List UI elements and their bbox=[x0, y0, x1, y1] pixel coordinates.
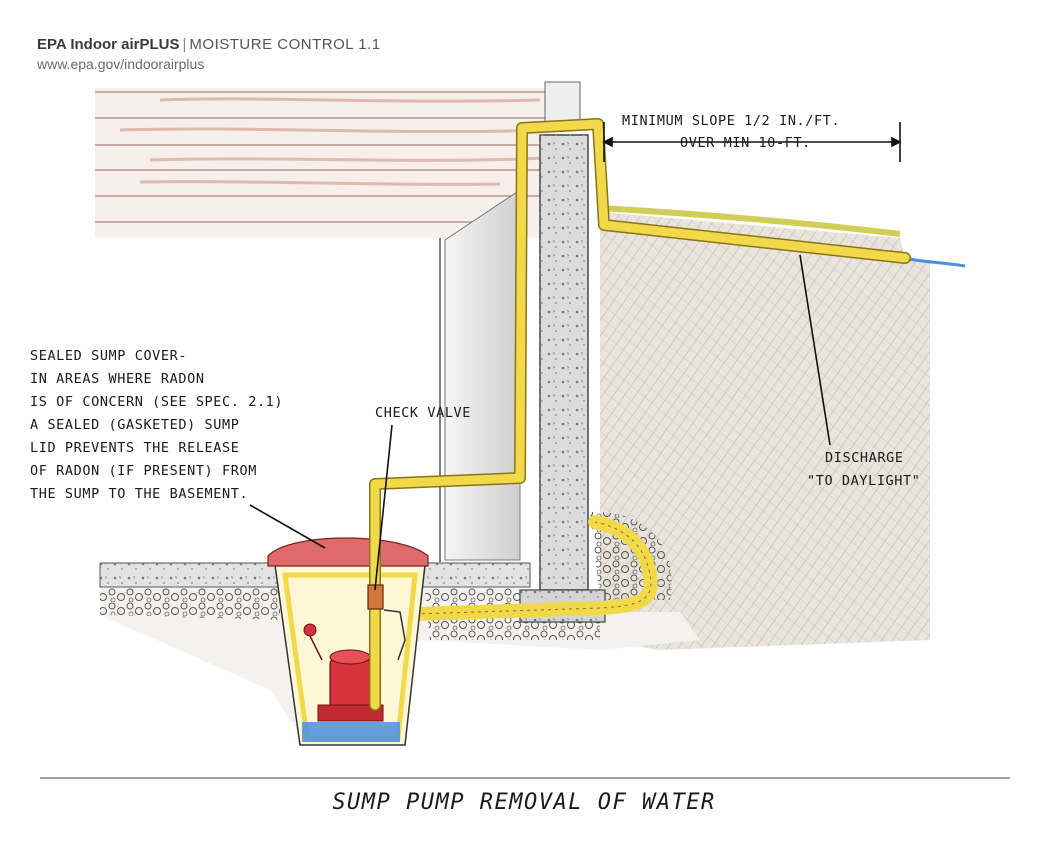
sump-cover-line-6: OF RADON (IF PRESENT) FROM bbox=[30, 463, 257, 479]
check-valve-label: CHECK VALVE bbox=[375, 405, 472, 421]
sump-cover-line-2: IN AREAS WHERE RADON bbox=[30, 371, 205, 387]
discharge-note: DISCHARGE "TO DAYLIGHT" bbox=[807, 447, 920, 493]
header-brand: EPA Indoor airPLUS|MOISTURE CONTROL 1.1 bbox=[37, 36, 381, 53]
float-switch bbox=[383, 609, 406, 661]
sump-cover-line-3: IS OF CONCERN (SEE SPEC. 2.1) bbox=[30, 394, 284, 410]
sump-cover-note: SEALED SUMP COVER- IN AREAS WHERE RADON … bbox=[30, 345, 283, 506]
leader-sump-cover bbox=[249, 504, 326, 549]
slope-line-2: OVER MIN 10-FT. bbox=[680, 135, 811, 151]
discharge-line-1: DISCHARGE bbox=[825, 450, 904, 466]
brand-name: EPA Indoor airPLUS bbox=[37, 36, 180, 53]
sump-pump bbox=[303, 623, 384, 722]
floor-joists bbox=[95, 81, 581, 238]
sump-cover-line-1: SEALED SUMP COVER- bbox=[30, 348, 188, 364]
leader-lines bbox=[249, 122, 902, 591]
sump-water bbox=[302, 722, 400, 742]
brand-separator: | bbox=[182, 36, 187, 53]
leader-check-valve bbox=[374, 424, 393, 591]
sump-cover-line-5: LID PREVENTS THE RELEASE bbox=[30, 440, 240, 456]
leader-discharge bbox=[799, 254, 831, 446]
soil bbox=[599, 205, 966, 650]
discharge-line-2: "TO DAYLIGHT" bbox=[807, 473, 921, 489]
discharge-pipe bbox=[369, 118, 911, 711]
perimeter-drain-pipe bbox=[408, 515, 658, 621]
sump-cover-line-7: THE SUMP TO THE BASEMENT. bbox=[30, 486, 249, 502]
slope-note: MINIMUM SLOPE 1/2 IN./FT. OVER MIN 10-FT… bbox=[622, 110, 840, 154]
diagram-caption: SUMP PUMP REMOVAL OF WATER bbox=[332, 790, 716, 815]
foundation-wall bbox=[519, 134, 606, 623]
slope-line-1: MINIMUM SLOPE 1/2 IN./FT. bbox=[622, 113, 841, 129]
sump-cover-line-4: A SEALED (GASKETED) SUMP bbox=[30, 417, 240, 433]
section-title: MOISTURE CONTROL 1.1 bbox=[189, 36, 381, 53]
header-url: www.epa.gov/indoorairplus bbox=[37, 56, 205, 72]
sealed-sump-lid bbox=[267, 537, 429, 567]
basement-back-wall bbox=[439, 189, 521, 562]
